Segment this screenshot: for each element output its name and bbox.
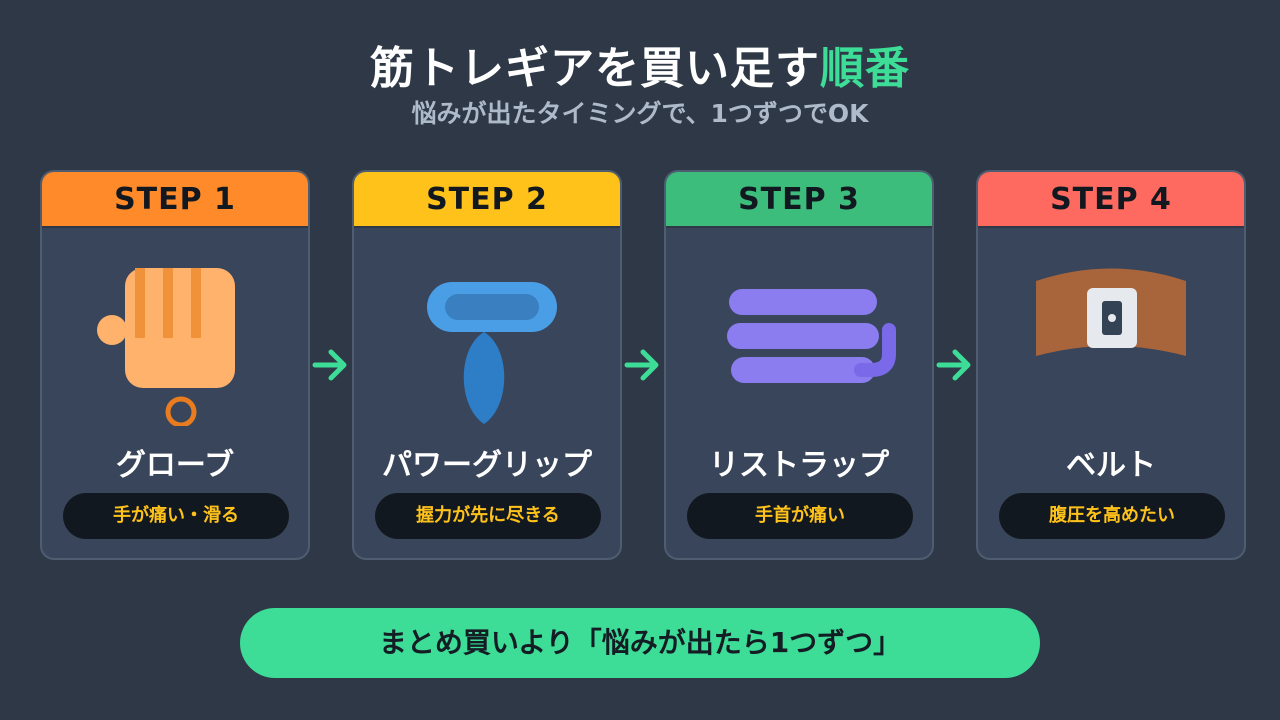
- step-name-2: パワーグリップ: [382, 448, 592, 483]
- power-grip-icon: [427, 282, 557, 424]
- step-card-1: STEP 1 グローブ 手が痛い・滑る: [40, 170, 310, 560]
- step-name-4: ベルト: [1066, 448, 1156, 483]
- step-name-3: リストラップ: [709, 448, 889, 483]
- step-header-1: STEP 1: [42, 172, 308, 228]
- step-card-4: STEP 4 ベルト 腹圧を高めたい: [976, 170, 1246, 560]
- arrow-right-icon: [624, 349, 659, 381]
- title-main: 筋トレギアを買い足す: [370, 43, 820, 94]
- arrow-right-icon: [312, 349, 347, 381]
- step-name-1: グローブ: [115, 448, 235, 483]
- page-subtitle: 悩みが出たタイミングで、1つずつでOK: [411, 99, 869, 128]
- step-trouble-4: 腹圧を高めたい: [999, 493, 1225, 539]
- title-accent: 順番: [820, 43, 910, 94]
- belt-icon: [1036, 268, 1186, 356]
- step-card-3: STEP 3 リストラップ 手首が痛い: [664, 170, 934, 560]
- step-trouble-2: 握力が先に尽きる: [375, 493, 601, 539]
- wrist-wrap-icon: [727, 289, 896, 383]
- step-trouble-3: 手首が痛い: [687, 493, 913, 539]
- summary-banner: まとめ買いより「悩みが出たら1つずつ」: [240, 608, 1040, 678]
- step-card-2: STEP 2 パワーグリップ 握力が先に尽きる: [352, 170, 622, 560]
- step-header-2: STEP 2: [354, 172, 620, 228]
- glove-icon: [97, 268, 235, 426]
- step-header-4: STEP 4: [978, 172, 1244, 228]
- step-trouble-1: 手が痛い・滑る: [63, 493, 289, 539]
- arrow-right-icon: [936, 349, 971, 381]
- step-header-3: STEP 3: [666, 172, 932, 228]
- page-title: 筋トレギアを買い足す順番: [0, 32, 1280, 96]
